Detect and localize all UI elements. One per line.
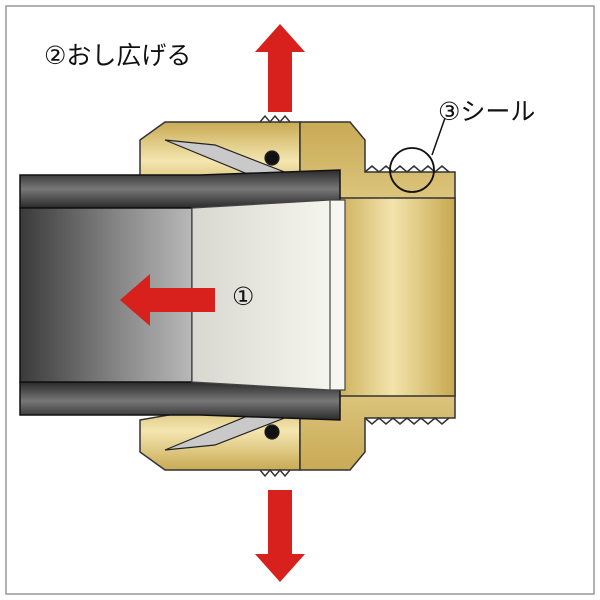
arrow-up-icon — [255, 24, 305, 112]
seal-leader-line — [431, 117, 446, 156]
pipe — [19, 169, 341, 421]
label-seal: ③シール — [438, 97, 536, 126]
frame-border — [5, 5, 595, 595]
seal-highlight-circle — [389, 147, 435, 193]
arrow-down-icon — [255, 490, 305, 582]
sleeve — [164, 139, 301, 451]
label-pull: ① — [232, 282, 255, 311]
label-expand: ②おし広げる — [44, 41, 192, 70]
insert-core — [191, 199, 346, 391]
arrow-left-icon — [120, 274, 215, 326]
